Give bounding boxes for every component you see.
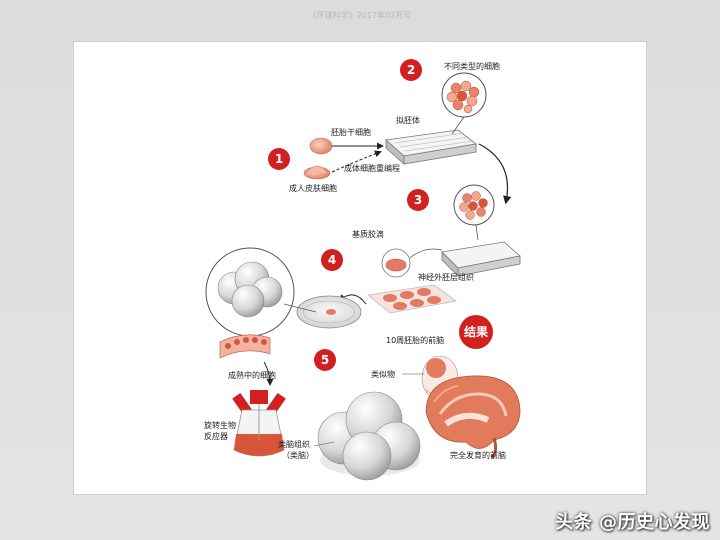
cerebral-organoid-large: [318, 392, 420, 480]
step-2-group: 2 不同类型的细胞 拟胚体: [386, 59, 507, 202]
mature-brain-illustration: [426, 376, 520, 458]
droplet-tray: [368, 285, 456, 313]
label-adult-reprogramming: 成体细胞重编程: [344, 163, 400, 173]
step-5-number: 5: [321, 353, 329, 367]
header-caption: 《环球科学》2017年02月号: [0, 10, 720, 21]
label-cerebral-organoid-1: 类脑组织: [278, 439, 310, 449]
step-3-group: 3 基质胶滴 神经外胚层组织: [340, 185, 520, 313]
label-neuroectoderm: 神经外胚层组织: [418, 272, 474, 282]
diagram-sheet: 1 胚胎干细胞 成体细胞重编程 成人皮肤细胞 2 不同类型的细胞 拟胚体: [74, 42, 646, 494]
step-4-group: 4: [206, 248, 361, 384]
step-5-group: 5 旋转生物 反应器: [204, 349, 420, 480]
label-cerebral-organoid-2: （类脑）: [282, 450, 314, 460]
label-fetal-brain-10wk: 10周胚胎的前脑: [386, 335, 444, 345]
step-4-number: 4: [328, 253, 336, 267]
label-organoid-short: 类似物: [371, 369, 395, 379]
label-embryoid-body: 拟胚体: [396, 115, 420, 125]
step-2-number: 2: [407, 63, 415, 77]
label-different-cell-types: 不同类型的细胞: [444, 61, 500, 71]
label-mature-forebrain: 完全发育的前脑: [450, 450, 506, 460]
result-badge-label: 结果: [464, 324, 488, 339]
label-adult-skin-cells: 成人皮肤细胞: [289, 183, 337, 193]
step-1-group: 1 胚胎干细胞 成体细胞重编程 成人皮肤细胞: [268, 127, 400, 193]
step-1-number: 1: [275, 152, 283, 166]
label-spinning-bioreactor-1: 旋转生物: [204, 420, 236, 430]
watermark: 头条 @历史心发现: [555, 508, 710, 534]
organoid-process-diagram: 1 胚胎干细胞 成体细胞重编程 成人皮肤细胞 2 不同类型的细胞 拟胚体: [74, 42, 646, 494]
label-spinning-bioreactor-2: 反应器: [204, 431, 228, 441]
embryonic-stem-cell: [310, 138, 332, 154]
label-embryonic-stem-cells: 胚胎干细胞: [331, 127, 371, 137]
step-3-number: 3: [414, 193, 422, 207]
label-matrigel-drop: 基质胶滴: [352, 229, 384, 239]
